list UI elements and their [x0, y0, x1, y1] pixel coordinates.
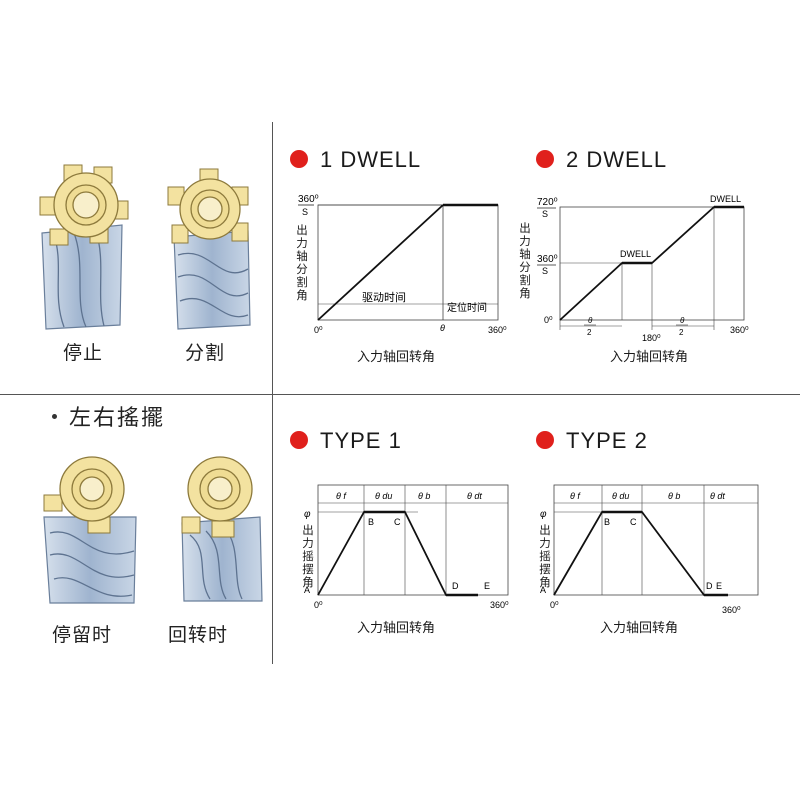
dwell1-region-dwell: 定位时间	[447, 301, 487, 314]
red-bullet-icon	[536, 150, 554, 169]
caption-stop: 停止	[63, 343, 104, 364]
dwell2-half-theta-den-1: 2	[587, 328, 592, 337]
type1-point-b: B	[368, 517, 374, 527]
type2-segment-dt: θ dt	[710, 491, 725, 501]
dwell1-y-top-label: 360⁰	[298, 194, 319, 205]
dwell1-chart: 360⁰ S 0⁰ θ 360⁰ 驱动时间 定位时间	[298, 194, 507, 335]
type2-point-e: E	[716, 581, 722, 591]
type1-point-e: E	[484, 581, 490, 591]
dwell2-y-top-sub: S	[542, 209, 548, 219]
red-bullet-icon	[536, 431, 554, 450]
dwell2-x-end-label: 360⁰	[730, 325, 749, 335]
chart-title-type-2: TYPE 2	[536, 428, 648, 454]
type1-segment-b: θ b	[418, 491, 430, 501]
oscillation-rotate-illustration	[181, 456, 263, 602]
type1-segment-dt: θ dt	[467, 491, 482, 501]
dwell2-x-mid-label: 180⁰	[642, 333, 661, 343]
dwell1-y-axis-label: 出力轴分割角	[296, 223, 308, 302]
type1-a-label: A	[304, 585, 310, 595]
type1-point-c: C	[394, 517, 401, 527]
caption-rotating: 回转时	[168, 625, 229, 646]
section-title-text: 左右搖擺	[69, 405, 166, 430]
type2-point-b: B	[604, 517, 610, 527]
type2-phi-label: φ	[540, 509, 547, 520]
oscillation-dwell-illustration	[43, 456, 137, 604]
type2-a-label: A	[540, 585, 546, 595]
type2-point-d: D	[706, 581, 713, 591]
dwell1-origin-label: 0⁰	[314, 325, 323, 335]
dwell2-y-mid-sub: S	[542, 266, 548, 276]
dwell2-dwell-label-2: DWELL	[710, 194, 741, 204]
dwell2-x-axis-label: 入力轴回转角	[610, 350, 689, 365]
type2-point-c: C	[630, 517, 637, 527]
type2-x-end-label: 360⁰	[722, 605, 741, 615]
indexing-stop-illustration	[39, 164, 129, 330]
dwell2-y-mid-label: 360⁰	[537, 254, 558, 265]
dwell2-dwell-label-1: DWELL	[620, 249, 651, 259]
dwell1-y-top-sub: S	[302, 207, 308, 217]
vertical-divider	[272, 122, 273, 664]
chart-title-text: TYPE 1	[320, 428, 402, 453]
type2-origin-label: 0⁰	[550, 600, 559, 610]
dwell1-theta-label: θ	[440, 323, 445, 333]
dwell1-x-axis-label: 入力轴回转角	[357, 350, 436, 365]
type1-y-axis-label: 出力摇摆角	[302, 523, 314, 589]
dwell2-y-top-label: 720⁰	[537, 197, 558, 208]
dwell1-region-drive: 驱动时间	[362, 291, 406, 304]
dwell2-half-theta-den-2: 2	[679, 328, 684, 337]
type1-point-d: D	[452, 581, 459, 591]
dwell2-chart: 720⁰ S 360⁰ S 0⁰ DWELL DWELL θ 2 θ 2 180…	[537, 194, 749, 343]
dwell2-y-axis-label: 出力轴分割角	[519, 221, 531, 300]
indexing-move-illustration	[167, 168, 251, 330]
type2-x-axis-label: 入力轴回转角	[600, 621, 679, 636]
type2-y-axis-label: 出力摇摆角	[539, 523, 551, 589]
bullet-dot	[52, 413, 57, 419]
chart-title-type-1: TYPE 1	[290, 428, 402, 454]
type1-origin-label: 0⁰	[314, 600, 323, 610]
type2-frame	[553, 484, 759, 596]
section-title-oscillation: 左右搖擺	[52, 400, 165, 432]
type2-segment-b: θ b	[668, 491, 680, 501]
red-bullet-icon	[290, 431, 308, 450]
dwell2-origin-label: 0⁰	[544, 315, 553, 325]
type1-phi-label: φ	[304, 509, 311, 520]
dwell1-x-end-label: 360⁰	[488, 325, 507, 335]
type1-x-end-label: 360⁰	[490, 600, 509, 610]
chart-title-text: 1 DWELL	[320, 147, 422, 172]
type1-chart: θ f θ du θ b θ dt B C D E φ A 0⁰ 360⁰	[304, 484, 509, 610]
dwell1-drive-curve	[317, 204, 444, 321]
red-bullet-icon	[290, 150, 308, 169]
chart-title-2-dwell: 2 DWELL	[536, 147, 667, 173]
type1-segment-f: θ f	[336, 491, 347, 501]
chart-title-text: TYPE 2	[566, 428, 648, 453]
type2-segment-f: θ f	[570, 491, 581, 501]
dwell2-half-theta-num-1: θ	[588, 316, 593, 325]
caption-indexing: 分割	[185, 343, 226, 364]
type1-frame	[317, 484, 509, 596]
dwell2-half-theta-num-2: θ	[680, 316, 685, 325]
chart-title-1-dwell: 1 DWELL	[290, 147, 421, 173]
type1-x-axis-label: 入力轴回转角	[357, 621, 436, 636]
chart-title-text: 2 DWELL	[566, 147, 668, 172]
type1-segment-du: θ du	[375, 491, 392, 501]
type2-chart: θ f θ du θ b θ dt B C D E φ A 0⁰ 360⁰	[540, 484, 759, 615]
horizontal-divider	[0, 394, 800, 395]
type2-segment-du: θ du	[612, 491, 629, 501]
type2-curve	[553, 511, 728, 596]
caption-dwell: 停留时	[52, 625, 113, 646]
